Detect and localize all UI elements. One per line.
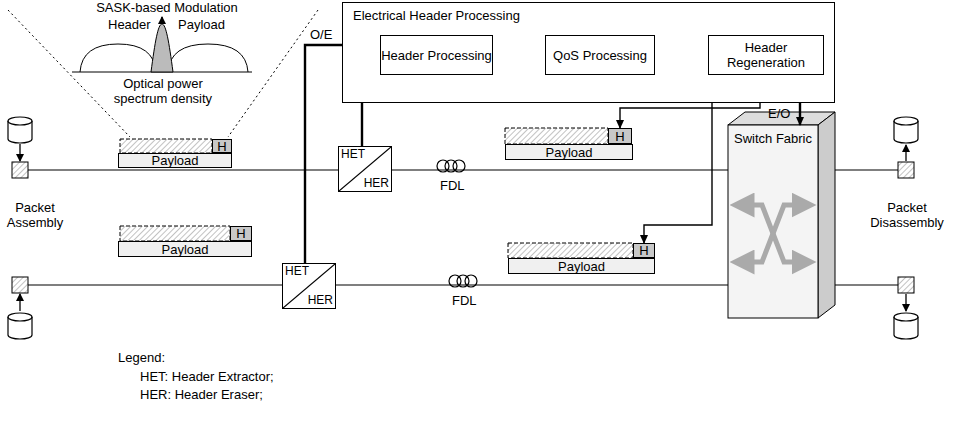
node-text: Header Processing xyxy=(381,48,492,63)
payload-field: Payload xyxy=(118,153,232,168)
node-text: Payload xyxy=(152,153,199,168)
hatched-field xyxy=(505,128,608,144)
arrow xyxy=(905,294,906,311)
node-text: H xyxy=(639,243,648,258)
database-icon xyxy=(894,313,918,339)
node-text: HER xyxy=(364,177,389,190)
arrow xyxy=(19,144,20,161)
node-text: Header Regeneration xyxy=(709,40,823,70)
hatched-field xyxy=(508,243,633,258)
header-extractor-eraser: HET HER xyxy=(282,263,336,309)
process-box: Header Processing xyxy=(380,35,493,75)
hatched-field xyxy=(120,226,230,241)
header-field: H xyxy=(633,243,655,258)
packet-port xyxy=(12,162,28,178)
text-label: Packet Disassembly xyxy=(862,200,952,230)
node-text: Electrical Header Processing xyxy=(353,8,520,23)
process-box: Header Regeneration xyxy=(708,35,824,75)
header-field: H xyxy=(608,128,632,144)
node-text: H xyxy=(615,129,624,144)
node-text: HET xyxy=(285,265,309,278)
node-text: QoS Processing xyxy=(553,48,647,63)
switch-fabric: Switch Fabric xyxy=(728,125,818,318)
payload-field: Payload xyxy=(118,241,252,257)
node-text: Payload xyxy=(162,242,209,257)
header-field: H xyxy=(212,139,232,153)
packet-port xyxy=(898,277,914,293)
database-icon xyxy=(8,117,32,143)
switch-fabric-body xyxy=(728,112,835,318)
legend-row: HER: Header Eraser; xyxy=(140,387,263,402)
text-label: FDL xyxy=(440,178,465,193)
text-label: Payload xyxy=(178,17,225,32)
text-label: Packet Assembly xyxy=(0,200,70,230)
node-text: H xyxy=(217,139,226,154)
node-text: Payload xyxy=(546,145,593,160)
text-label: Header xyxy=(108,17,151,32)
node-text: Switch Fabric xyxy=(728,131,818,147)
node-text: HET xyxy=(341,148,365,161)
legend-text: HET: Header Extractor; xyxy=(140,369,274,384)
text-label: SASK-based Modulation xyxy=(92,0,242,15)
text-label: O/E xyxy=(310,27,332,42)
hatched-field xyxy=(120,139,212,153)
text-label: Legend: xyxy=(118,350,165,365)
process-box: QoS Processing xyxy=(545,35,655,75)
fiber-line xyxy=(28,284,282,285)
node-text: Payload xyxy=(558,259,605,274)
node-text: H xyxy=(236,226,245,241)
database-icon xyxy=(894,117,918,143)
legend-text: HER: Header Eraser; xyxy=(140,387,263,402)
connector xyxy=(336,284,728,285)
fiber-line xyxy=(28,169,338,170)
packet-port xyxy=(12,277,28,293)
spectrum-illustration xyxy=(8,10,318,137)
text-label: E/O xyxy=(768,106,790,121)
connector xyxy=(392,169,728,170)
processing-group: Electrical Header ProcessingHeader Proce… xyxy=(342,2,835,103)
header-extractor-eraser: HET HER xyxy=(338,146,392,192)
payload-field: Payload xyxy=(508,258,655,274)
database-icon xyxy=(8,313,32,339)
node-text: HER xyxy=(308,294,333,307)
text-label: FDL xyxy=(452,293,477,308)
arrow xyxy=(905,145,906,161)
arrow xyxy=(19,294,20,311)
text-label: Optical power spectrum density xyxy=(108,76,218,106)
packet-port xyxy=(898,162,914,178)
legend-row: HET: Header Extractor; xyxy=(140,369,274,384)
header-field: H xyxy=(230,226,252,241)
payload-field: Payload xyxy=(505,144,633,160)
